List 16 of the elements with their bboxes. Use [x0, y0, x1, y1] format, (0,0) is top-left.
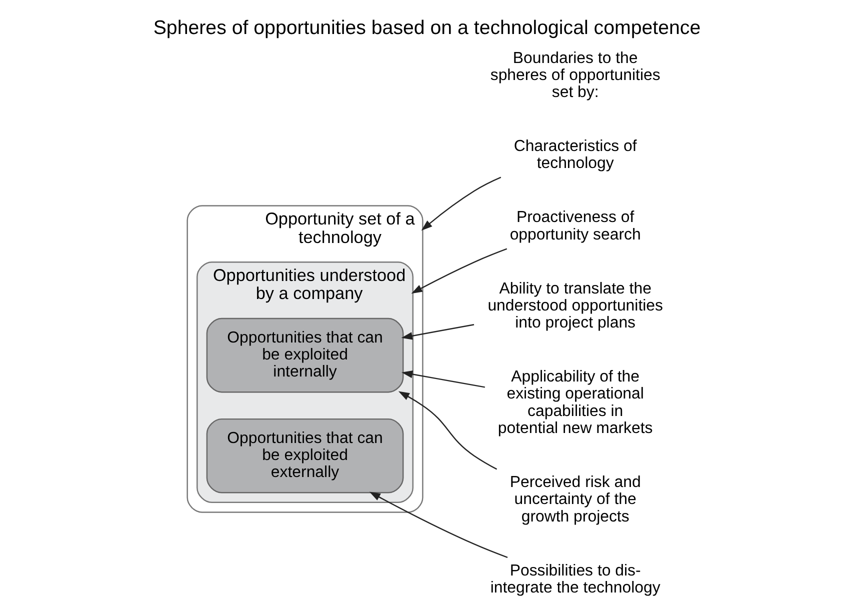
node-text: Applicability of the existing operational capabilities in potential new markets — [498, 368, 653, 438]
node-text: Characteristics of technology — [514, 138, 637, 172]
arrow — [401, 324, 474, 340]
arrow — [411, 248, 508, 294]
node-text: Ability to translate the understood opportunities into project plans — [488, 280, 663, 332]
arrow — [421, 176, 502, 231]
node-text: Possibilities to dis-integrate the technology — [490, 562, 660, 596]
node-text: Perceived risk and uncertainty of the growth projects — [510, 474, 641, 526]
arrow — [369, 492, 508, 558]
node-box: Opportunities that can be exploited externally — [206, 418, 404, 494]
node-box: Opportunities that can be exploited internally — [206, 318, 404, 393]
node-text: Proactiveness of opportunity search — [510, 209, 641, 244]
arrow — [398, 391, 498, 470]
diagram-title: Spheres of opportunities based on a technological competence — [153, 16, 701, 39]
arrow — [402, 370, 486, 388]
label: Boundaries to the spheres of opportunities set by: — [490, 50, 660, 102]
